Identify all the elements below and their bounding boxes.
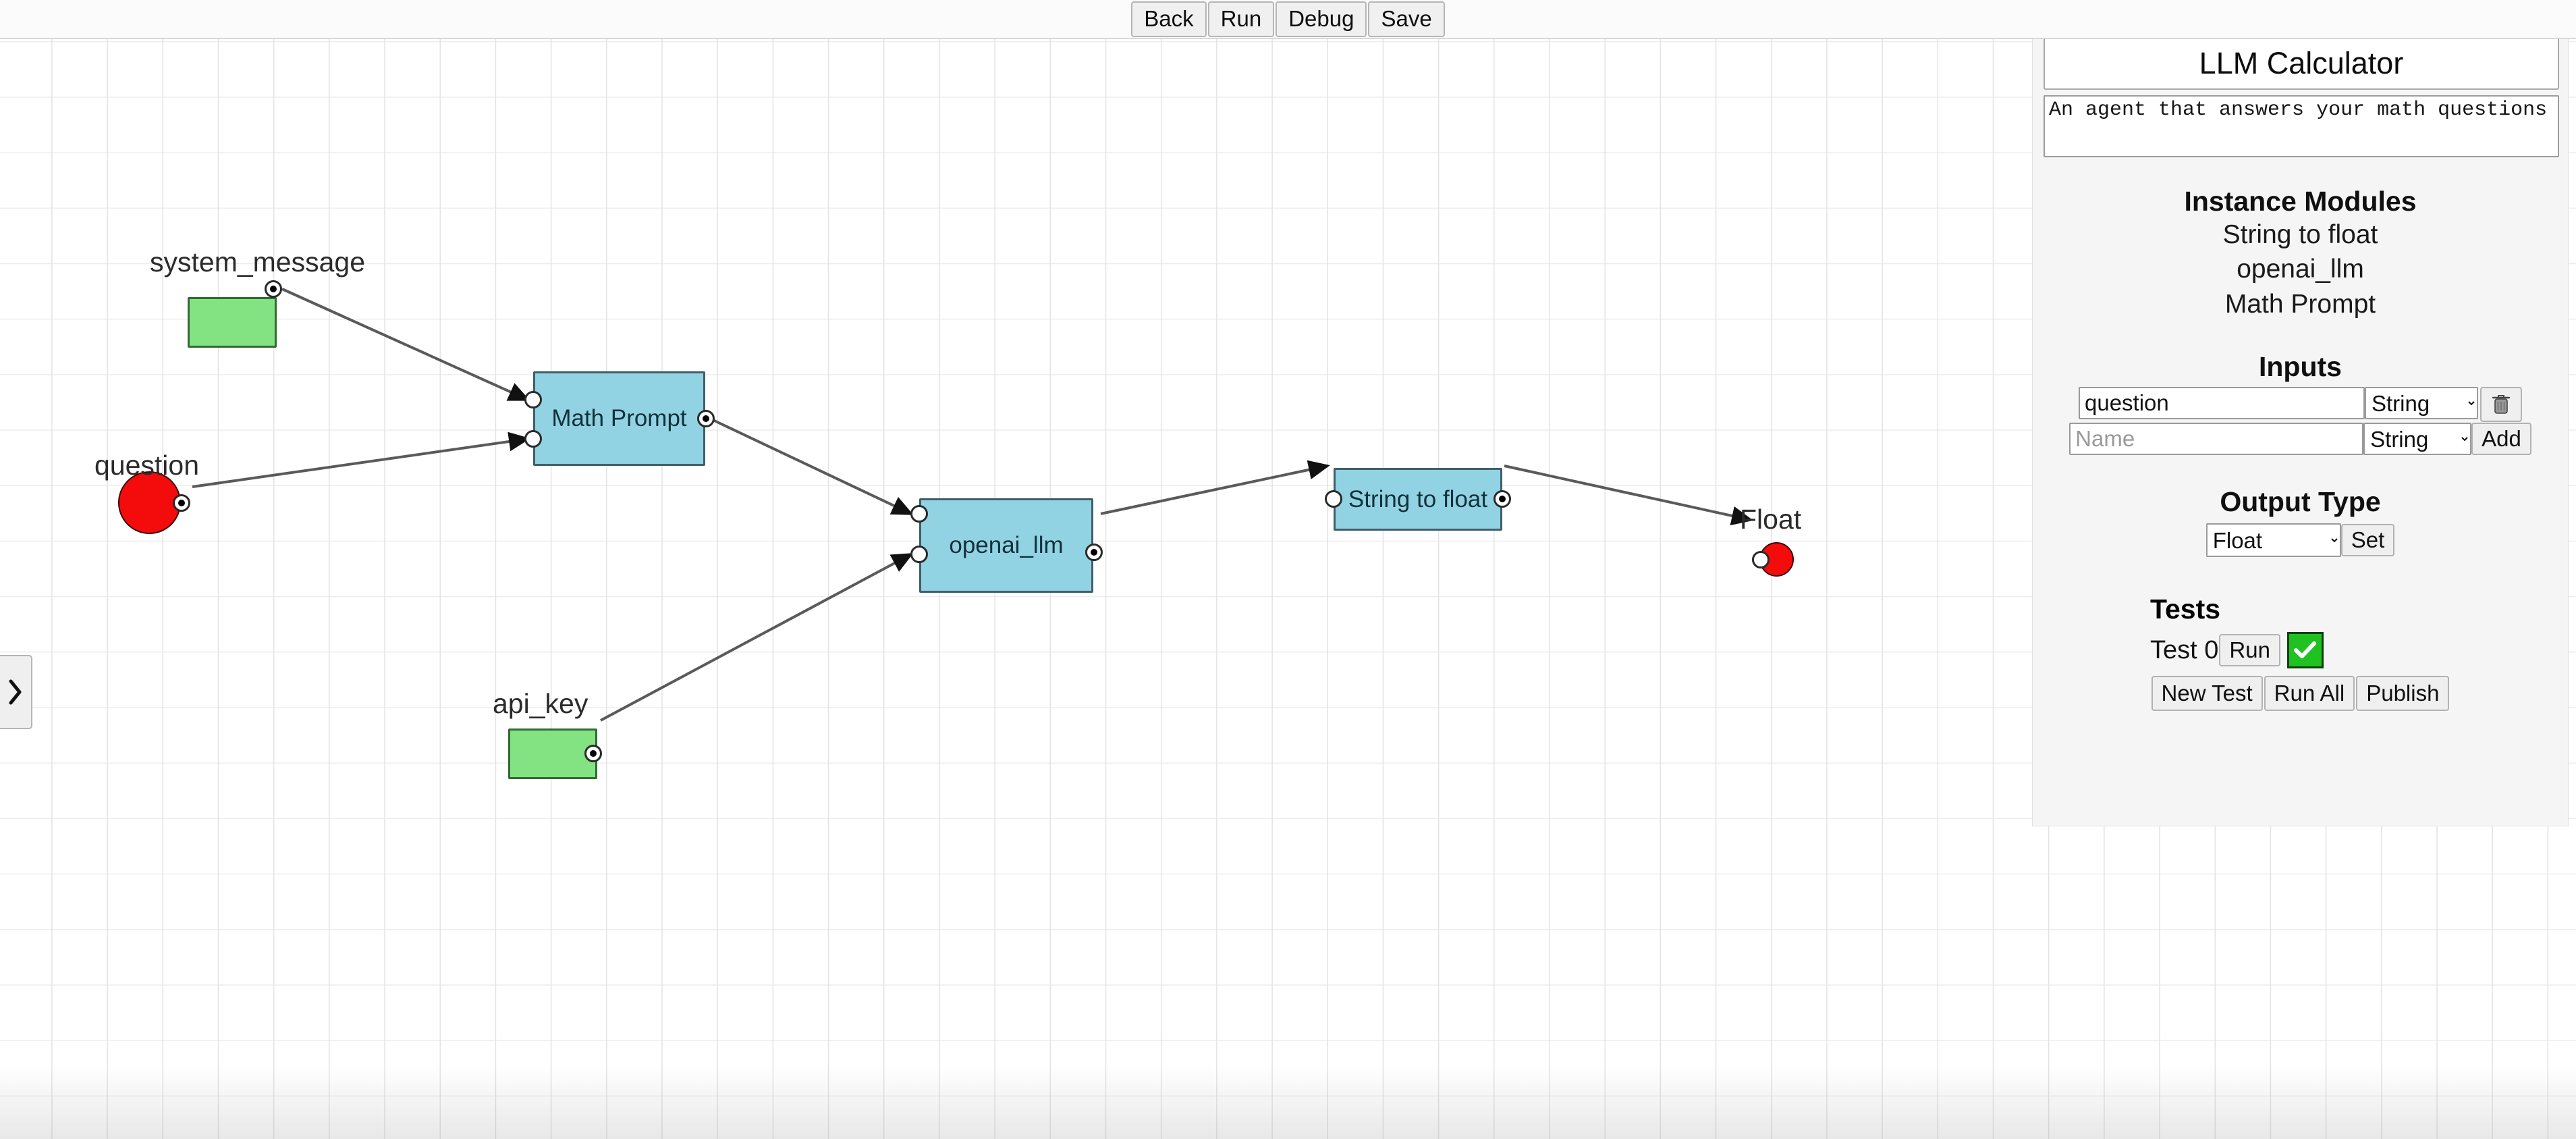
port-api-key-out[interactable] xyxy=(584,745,602,762)
run-all-tests-button[interactable]: Run All xyxy=(2264,676,2355,712)
output-type-select[interactable]: Float xyxy=(2205,523,2341,558)
port-openai-llm-in-1[interactable] xyxy=(910,546,928,563)
node-system-message-label: system_message xyxy=(150,246,366,277)
sidebar-expand-toggle[interactable] xyxy=(0,655,32,729)
test-label: Test 0 xyxy=(2150,635,2219,664)
instance-modules-section: Instance Modules String to float openai_… xyxy=(2044,186,2557,321)
edge-system-message-to-math-prompt xyxy=(281,288,530,401)
port-string-to-float-out[interactable] xyxy=(1493,490,1511,508)
instance-module-item[interactable]: Math Prompt xyxy=(2224,289,2376,319)
edge-api-key-to-openai-llm xyxy=(600,553,914,722)
node-float-output-label: Float xyxy=(1740,504,1802,535)
node-api-key-label: api_key xyxy=(493,688,588,719)
tests-section: Tests Test 0 Run New Test Run All Publis… xyxy=(2044,593,2557,712)
port-math-prompt-in-1[interactable] xyxy=(524,430,542,448)
node-math-prompt-box[interactable]: Math Prompt xyxy=(533,371,705,466)
instance-modules-heading: Instance Modules xyxy=(2184,186,2417,217)
port-float-output-in[interactable] xyxy=(1752,551,1770,568)
back-button[interactable]: Back xyxy=(1131,1,1207,37)
node-openai-llm-box[interactable]: openai_llm xyxy=(919,498,1093,593)
canvas-bottom-fade xyxy=(0,1065,2576,1139)
input-row: String xyxy=(2044,387,2557,423)
node-api-key-box[interactable] xyxy=(508,729,597,779)
set-output-type-button[interactable]: Set xyxy=(2340,524,2395,557)
input-name-field[interactable] xyxy=(2079,387,2365,420)
check-icon xyxy=(2293,640,2318,660)
test-row: Test 0 Run xyxy=(2044,632,2557,669)
edge-question-to-math-prompt xyxy=(192,431,530,488)
port-openai-llm-in-0[interactable] xyxy=(910,505,928,523)
new-input-name-field[interactable] xyxy=(2069,423,2364,456)
edge-string-to-float-to-float xyxy=(1504,465,1753,526)
input-type-select[interactable]: String xyxy=(2365,387,2478,420)
tests-heading: Tests xyxy=(2150,593,2221,625)
instance-module-item[interactable]: String to float xyxy=(2222,220,2378,249)
agent-description-textarea[interactable]: An agent that answers your math question… xyxy=(2044,95,2559,157)
node-string-to-float-box[interactable]: String to float xyxy=(1334,468,1502,531)
port-question-out[interactable] xyxy=(173,494,190,512)
node-question-label: question xyxy=(94,450,200,481)
port-math-prompt-out[interactable] xyxy=(697,410,715,427)
edge-math-prompt-to-openai-llm xyxy=(709,417,914,515)
new-input-type-select[interactable]: String xyxy=(2363,423,2472,456)
chevron-right-icon xyxy=(8,679,23,705)
delete-input-button[interactable] xyxy=(2480,387,2522,423)
test-actions: New Test Run All Publish xyxy=(2044,676,2557,712)
edge-openai-llm-to-string-to-float xyxy=(1100,460,1330,515)
node-question-circle[interactable] xyxy=(118,471,181,534)
run-button[interactable]: Run xyxy=(1207,1,1275,37)
new-test-button[interactable]: New Test xyxy=(2151,676,2263,712)
port-system-message-out[interactable] xyxy=(265,280,282,298)
run-test-button[interactable]: Run xyxy=(2219,634,2280,667)
node-system-message-box[interactable] xyxy=(188,297,277,348)
port-math-prompt-in-0[interactable] xyxy=(524,391,542,408)
agent-properties-panel: An agent that answers your math question… xyxy=(2032,27,2569,826)
test-status-badge xyxy=(2286,632,2324,669)
output-type-section: Output Type Float Set xyxy=(2044,486,2557,558)
debug-button[interactable]: Debug xyxy=(1276,1,1367,37)
agent-title-input[interactable] xyxy=(2044,37,2559,90)
output-type-heading: Output Type xyxy=(2220,486,2381,518)
trash-icon xyxy=(2492,394,2511,415)
inputs-heading: Inputs xyxy=(2259,351,2342,383)
add-input-button[interactable]: Add xyxy=(2471,423,2531,456)
top-toolbar: Back Run Debug Save xyxy=(0,0,2576,39)
new-input-row: String Add xyxy=(2044,423,2557,456)
output-type-row: Float Set xyxy=(2044,523,2557,558)
inputs-section: Inputs String xyxy=(2044,351,2557,456)
port-openai-llm-out[interactable] xyxy=(1085,544,1103,561)
instance-module-item[interactable]: openai_llm xyxy=(2237,255,2364,284)
save-button[interactable]: Save xyxy=(1368,1,1445,37)
publish-button[interactable]: Publish xyxy=(2356,676,2450,712)
port-string-to-float-in[interactable] xyxy=(1325,490,1342,508)
